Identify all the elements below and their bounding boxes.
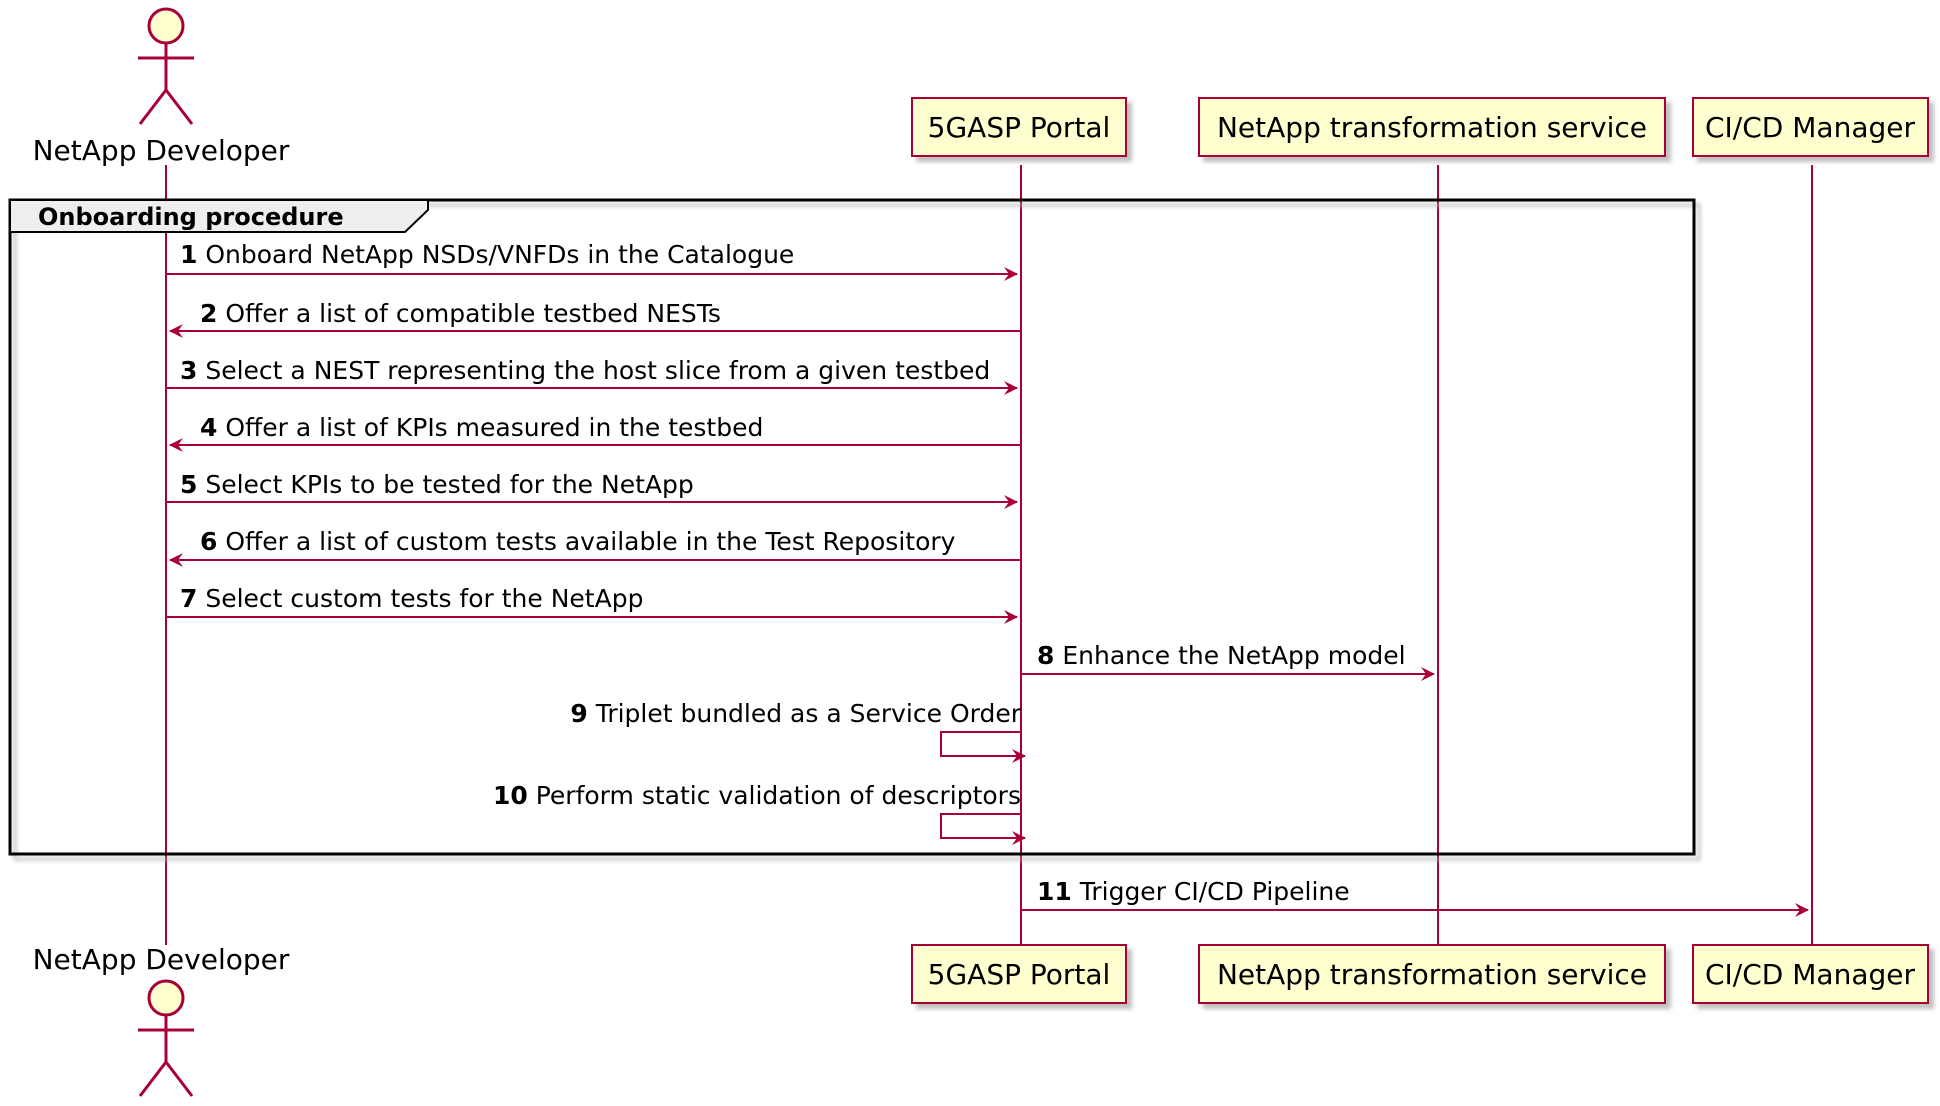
message-number: 1 <box>180 240 197 269</box>
participant-transform-bottom: NetApp transformation service <box>1198 944 1666 1004</box>
svg-text:3 Select a NEST representing t: 3 Select a NEST representing the host sl… <box>180 356 990 385</box>
message-number: 10 <box>493 781 528 810</box>
svg-text:7 Select custom tests for the: 7 Select custom tests for the NetApp <box>180 584 643 613</box>
message-1: 1 Onboard NetApp NSDs/VNFDs in the Catal… <box>166 240 1018 281</box>
participant-portal-bottom: 5GASP Portal <box>911 944 1127 1004</box>
message-label: Perform static validation of descriptors <box>536 781 1021 810</box>
message-10: 10 Perform static validation of descript… <box>493 781 1026 845</box>
message-label: Trigger CI/CD Pipeline <box>1079 877 1350 906</box>
message-3: 3 Select a NEST representing the host sl… <box>166 356 1018 395</box>
participant-label: CI/CD Manager <box>1705 111 1915 144</box>
message-number: 6 <box>200 527 217 556</box>
actor-stick-figure-icon <box>138 979 194 1097</box>
participant-cicd-top: CI/CD Manager <box>1692 97 1929 157</box>
message-number: 8 <box>1037 641 1054 670</box>
message-2: 2 Offer a list of compatible testbed NES… <box>169 299 1021 338</box>
message-number: 3 <box>180 356 197 385</box>
svg-text:6 Offer a list of custom tests: 6 Offer a list of custom tests available… <box>200 527 956 556</box>
message-label: Offer a list of KPIs measured in the tes… <box>225 413 763 442</box>
participant-label: NetApp transformation service <box>1217 958 1647 991</box>
message-7: 7 Select custom tests for the NetApp <box>166 584 1018 624</box>
message-number: 2 <box>200 299 217 328</box>
svg-text:4 Offer a list of KPIs measure: 4 Offer a list of KPIs measured in the t… <box>200 413 763 442</box>
svg-text:1 Onboard NetApp NSDs/VNFDs in: 1 Onboard NetApp NSDs/VNFDs in the Catal… <box>180 240 794 269</box>
message-label: Select KPIs to be tested for the NetApp <box>205 470 693 499</box>
actor-stick-figure-icon <box>138 7 194 125</box>
message-4: 4 Offer a list of KPIs measured in the t… <box>169 413 1021 452</box>
svg-text:9 Triplet bundled as a Service: 9 Triplet bundled as a Service Order <box>570 699 1021 728</box>
message-label: Offer a list of custom tests available i… <box>225 527 955 556</box>
svg-text:10 Perform static validation o: 10 Perform static validation of descript… <box>493 781 1021 810</box>
svg-text:11 Trigger CI/CD Pipeline: 11 Trigger CI/CD Pipeline <box>1037 877 1350 906</box>
svg-text:5 Select KPIs to be tested for: 5 Select KPIs to be tested for the NetAp… <box>180 470 694 499</box>
participant-label: CI/CD Manager <box>1705 958 1915 991</box>
participant-portal-top: 5GASP Portal <box>911 97 1127 157</box>
svg-text:8 Enhance the NetApp model: 8 Enhance the NetApp model <box>1037 641 1406 670</box>
participant-cicd-bottom: CI/CD Manager <box>1692 944 1929 1004</box>
message-number: 11 <box>1037 877 1072 906</box>
actor-label: NetApp Developer <box>33 134 290 167</box>
participant-label: NetApp transformation service <box>1217 111 1647 144</box>
message-label: Offer a list of compatible testbed NESTs <box>225 299 721 328</box>
message-5: 5 Select KPIs to be tested for the NetAp… <box>166 470 1018 509</box>
message-number: 9 <box>570 699 587 728</box>
message-label: Triplet bundled as a Service Order <box>595 699 1022 728</box>
svg-text:2 Offer a list of compatible t: 2 Offer a list of compatible testbed NES… <box>200 299 721 328</box>
participant-label: 5GASP Portal <box>928 958 1111 991</box>
actor-label: NetApp Developer <box>33 943 290 976</box>
message-11: 11 Trigger CI/CD Pipeline <box>1021 877 1809 917</box>
group-onboarding: Onboarding procedure <box>8 198 1696 856</box>
message-number: 7 <box>180 584 197 613</box>
participant-label: 5GASP Portal <box>928 111 1111 144</box>
message-label: Enhance the NetApp model <box>1062 641 1405 670</box>
participant-transform-top: NetApp transformation service <box>1198 97 1666 157</box>
group-label: Onboarding procedure <box>38 203 344 231</box>
message-number: 4 <box>200 413 217 442</box>
message-6: 6 Offer a list of custom tests available… <box>169 527 1021 567</box>
message-label: Onboard NetApp NSDs/VNFDs in the Catalog… <box>205 240 794 269</box>
message-9: 9 Triplet bundled as a Service Order <box>570 699 1026 763</box>
message-8: 8 Enhance the NetApp model <box>1021 641 1435 681</box>
message-label: Select custom tests for the NetApp <box>205 584 643 613</box>
actor-developer-bottom: NetApp Developer <box>33 943 290 1097</box>
message-number: 5 <box>180 470 197 499</box>
message-label: Select a NEST representing the host slic… <box>205 356 990 385</box>
actor-developer-top: NetApp Developer <box>33 7 290 167</box>
